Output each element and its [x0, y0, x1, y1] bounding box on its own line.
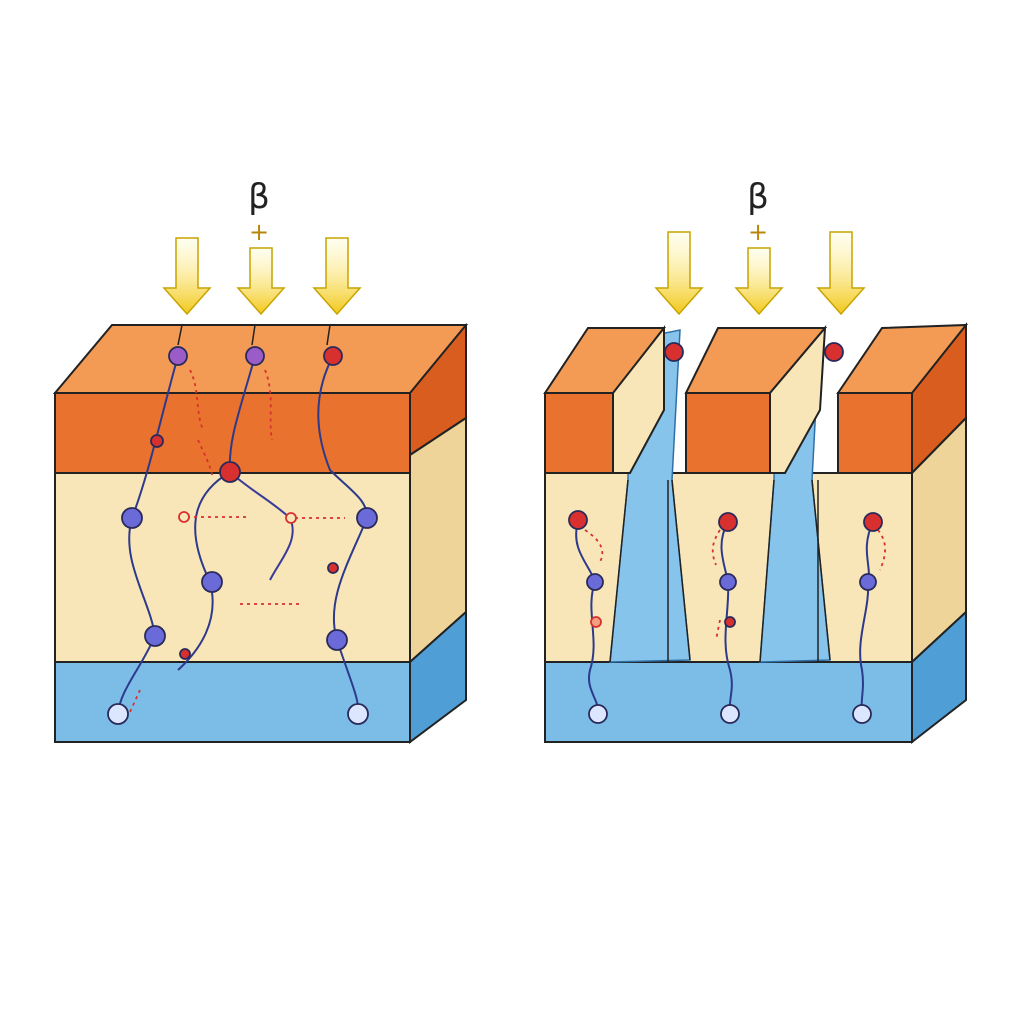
left-broken-bonds [129, 369, 345, 713]
node-icon [107, 703, 129, 725]
node-icon [150, 434, 164, 448]
node-icon [863, 512, 883, 532]
node-icon [179, 648, 191, 660]
left-layer-top [54, 392, 411, 474]
node-icon [824, 342, 844, 362]
node-icon [178, 511, 190, 523]
node-icon [326, 629, 348, 651]
right-layer-middle [544, 472, 913, 663]
down-arrow-icon [816, 231, 866, 316]
beta-symbol: β [248, 177, 270, 217]
node-icon [568, 510, 588, 530]
down-arrow-icon [162, 237, 212, 316]
node-icon [201, 571, 223, 593]
node-icon [859, 573, 877, 591]
left-layer-bottom [54, 661, 411, 743]
node-icon [168, 346, 188, 366]
right-nodes [568, 342, 883, 724]
node-icon [586, 573, 604, 591]
node-icon [590, 616, 602, 628]
node-icon [719, 573, 737, 591]
node-icon [356, 507, 378, 529]
plus-sign: + [747, 218, 769, 246]
right-beam-arrows [654, 231, 866, 316]
node-icon [588, 704, 608, 724]
node-icon [285, 512, 297, 524]
node-icon [144, 625, 166, 647]
down-arrow-icon [654, 231, 704, 316]
down-arrow-icon [236, 247, 286, 316]
node-icon [718, 512, 738, 532]
node-icon [347, 703, 369, 725]
right-pillar-edges [609, 479, 831, 663]
node-icon [664, 342, 684, 362]
right-beam-label: β + [728, 180, 788, 244]
left-panel [52, 237, 469, 744]
right-layer-bottom [544, 661, 913, 743]
left-layer-middle [54, 472, 411, 663]
down-arrow-icon [312, 237, 362, 316]
node-icon [724, 616, 736, 628]
node-icon [245, 346, 265, 366]
left-beam-arrows [162, 237, 362, 316]
node-icon [323, 346, 343, 366]
right-panel [543, 231, 969, 745]
node-icon [852, 704, 872, 724]
right-top-segments [543, 323, 969, 474]
right-broken-bonds [584, 529, 886, 641]
node-icon [121, 507, 143, 529]
left-nodes [107, 346, 378, 725]
left-beam-label: β + [229, 180, 289, 244]
beta-symbol: β [747, 177, 769, 217]
plus-sign: + [248, 218, 270, 246]
node-icon [219, 461, 241, 483]
node-icon [720, 704, 740, 724]
node-icon [327, 562, 339, 574]
down-arrow-icon [734, 247, 784, 316]
